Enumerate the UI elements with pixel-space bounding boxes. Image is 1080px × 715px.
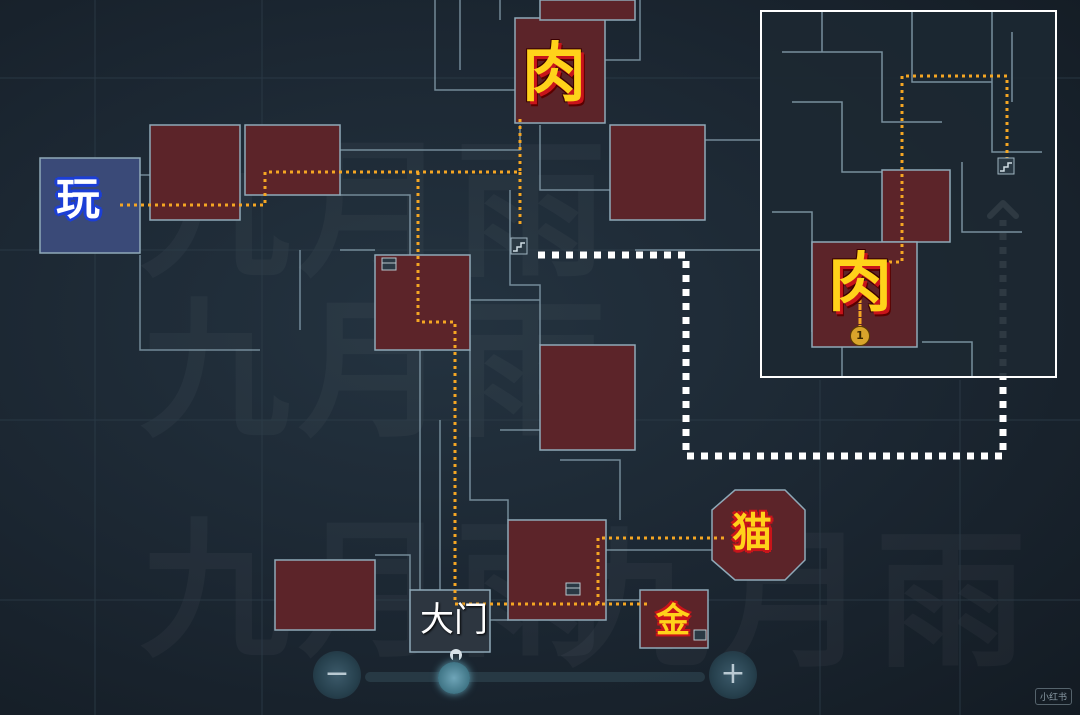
- room: [881, 169, 951, 243]
- plus-icon: +: [720, 656, 746, 691]
- coin-marker-icon: 1: [850, 326, 870, 346]
- corner-watermark-tag: 小红书: [1034, 688, 1072, 705]
- chest-icon: [565, 582, 581, 596]
- route-segment: [120, 115, 522, 207]
- inset-meat-label: 肉: [828, 247, 892, 321]
- walls: [139, 0, 760, 621]
- room: [539, 0, 636, 21]
- room: [374, 254, 471, 351]
- play-label: 玩: [56, 174, 100, 225]
- gold-label: 金: [656, 601, 690, 641]
- zoom-slider-thumb[interactable]: [438, 662, 470, 694]
- door-icon: [450, 649, 462, 661]
- room: [507, 519, 607, 621]
- room: [539, 344, 636, 451]
- cat-label: 猫: [732, 510, 772, 556]
- route-path-orange: [120, 115, 725, 606]
- chest-icon: [381, 257, 397, 271]
- stairs-icon: [997, 157, 1015, 175]
- inset-map: 肉 1: [760, 10, 1057, 378]
- stairs-icon: [510, 237, 528, 255]
- route-segment: [858, 74, 1009, 342]
- zoom-out-button[interactable]: −: [313, 651, 361, 699]
- minus-icon: −: [324, 656, 350, 691]
- meat-label: 肉: [522, 37, 586, 111]
- route-segment: [416, 172, 457, 604]
- room: [609, 124, 706, 221]
- zoom-in-button[interactable]: +: [709, 651, 757, 699]
- inset-canvas: [772, 12, 1042, 376]
- rooms: [39, 0, 806, 653]
- gate-label: 大门: [420, 600, 488, 640]
- route-segment: [596, 536, 725, 604]
- room-octagon: [711, 489, 806, 581]
- room: [39, 157, 141, 254]
- room: [514, 17, 606, 124]
- zoom-slider-track[interactable]: [365, 672, 705, 682]
- room: [244, 124, 341, 196]
- room: [274, 559, 376, 631]
- chest-icon: [693, 629, 707, 641]
- room: [409, 589, 491, 653]
